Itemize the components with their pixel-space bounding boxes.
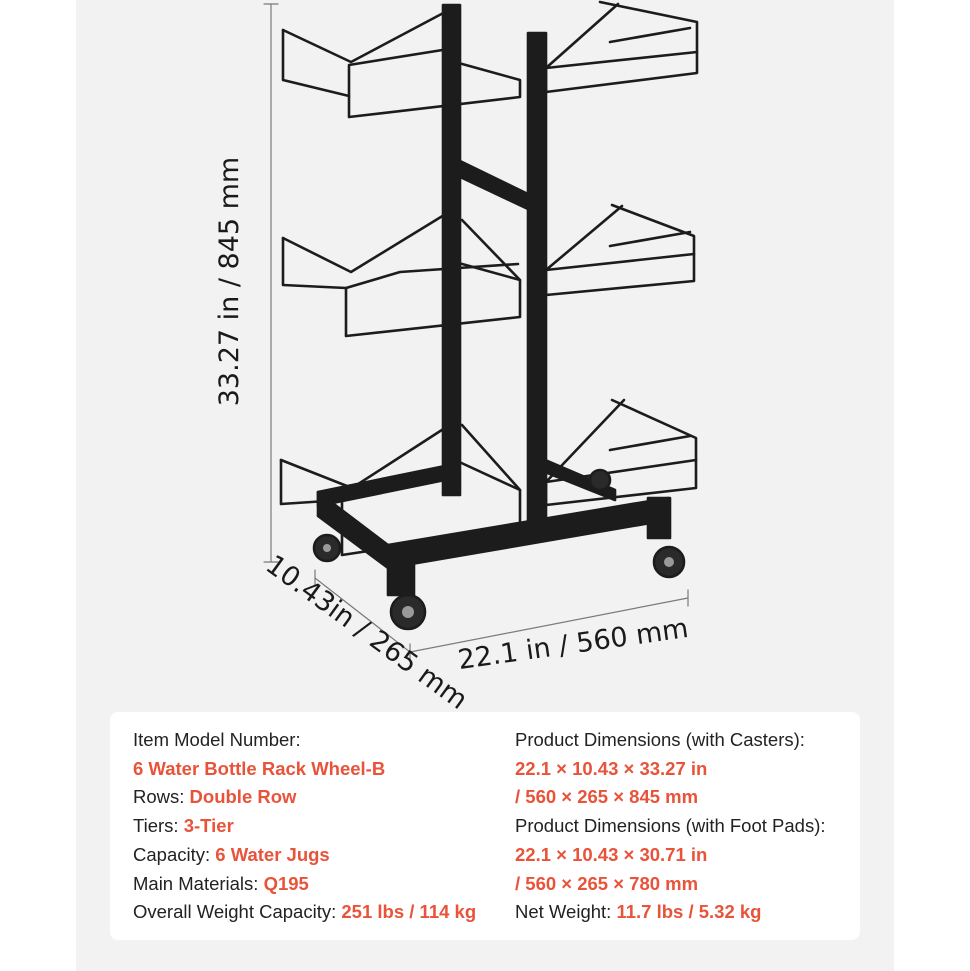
- tiers-spec: Tiers: 3-Tier: [133, 812, 476, 841]
- tier-3-baskets: [279, 398, 698, 557]
- rows-spec: Rows: Double Row: [133, 783, 476, 812]
- dims-casters-mm: / 560 × 265 × 845 mm: [515, 786, 699, 808]
- materials-spec: Main Materials: Q195: [133, 870, 476, 899]
- weight-capacity-label: Overall Weight Capacity:: [133, 901, 342, 923]
- model-number-label: Item Model Number:: [133, 729, 301, 750]
- net-weight-value: 11.7 lbs / 5.32 kg: [616, 901, 762, 923]
- weight-capacity-spec: Overall Weight Capacity: 251 lbs / 114 k…: [133, 898, 476, 927]
- model-number-value: 6 Water Bottle Rack Wheel-B: [133, 757, 386, 779]
- height-dimension-line: [263, 3, 279, 563]
- capacity-spec: Capacity: 6 Water Jugs: [133, 841, 476, 870]
- height-dimension-label: 33.27 in / 845 mm: [214, 156, 246, 407]
- capacity-value: 6 Water Jugs: [215, 843, 330, 865]
- materials-value: Q195: [263, 872, 309, 894]
- rows-value: Double Row: [189, 786, 297, 808]
- tier-2-baskets: [281, 203, 696, 338]
- weight-capacity-value: 251 lbs / 114 kg: [341, 901, 477, 923]
- capacity-label: Capacity:: [133, 843, 216, 865]
- spec-card: Item Model Number: 6 Water Bottle Rack W…: [110, 712, 860, 940]
- tiers-label: Tiers:: [133, 815, 184, 837]
- spec-column-left: Item Model Number: 6 Water Bottle Rack W…: [133, 726, 476, 927]
- net-weight-spec: Net Weight: 11.7 lbs / 5.32 kg: [515, 898, 826, 927]
- dims-pads-inches: 22.1 × 10.43 × 30.71 in: [515, 843, 708, 865]
- rack-uprights: [441, 3, 548, 542]
- rack-base-frame: [316, 458, 672, 597]
- dims-casters-inches: 22.1 × 10.43 × 33.27 in: [515, 757, 708, 779]
- width-dimension-line: [409, 589, 689, 653]
- dims-pads-mm: / 560 × 265 × 780 mm: [515, 872, 699, 894]
- materials-label: Main Materials:: [133, 872, 264, 894]
- net-weight-label: Net Weight:: [515, 901, 617, 923]
- spec-column-right: Product Dimensions (with Casters): 22.1 …: [515, 726, 826, 927]
- dims-pads-label: Product Dimensions (with Foot Pads):: [515, 815, 826, 837]
- dims-casters-label: Product Dimensions (with Casters):: [515, 729, 805, 750]
- tier-1-baskets: [281, 0, 699, 119]
- rows-label: Rows:: [133, 786, 190, 808]
- rack-crossbar: [456, 158, 532, 212]
- tiers-value: 3-Tier: [183, 815, 234, 837]
